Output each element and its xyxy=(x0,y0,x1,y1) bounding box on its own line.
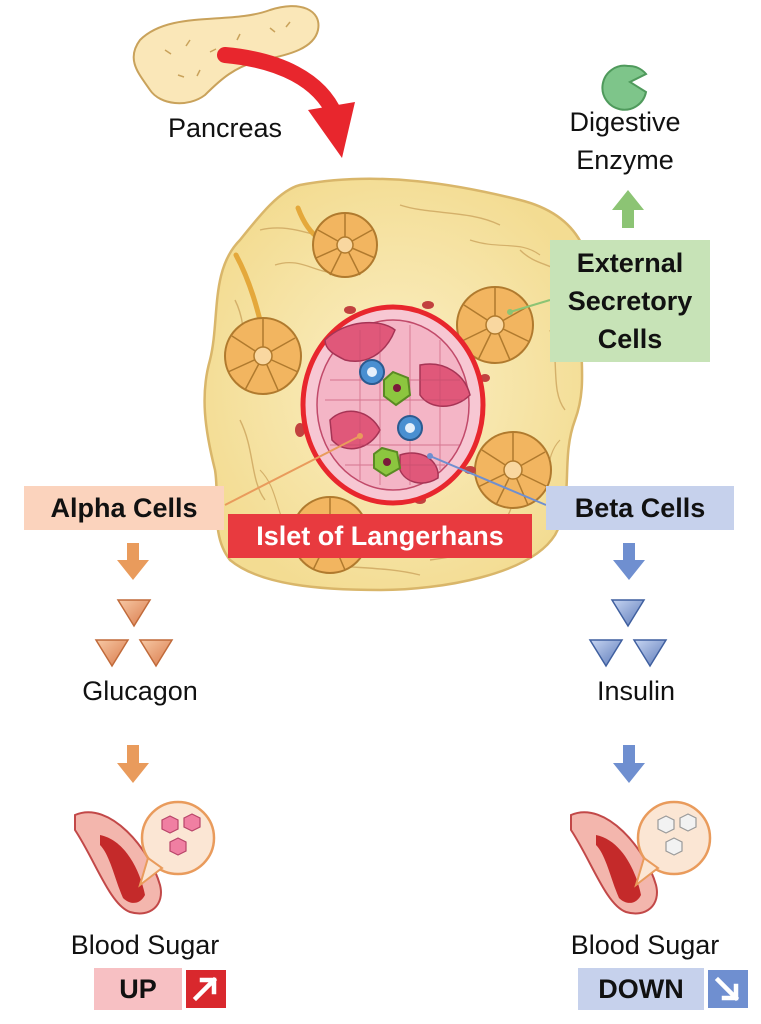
blood-sugar-left-label: Blood Sugar xyxy=(70,930,220,960)
islet-of-langerhans-label: Islet of Langerhans xyxy=(228,514,532,558)
acinus-cluster xyxy=(474,431,552,509)
external-secretory-cells-label: External Secretory Cells xyxy=(550,240,710,362)
blood-vessel-icon xyxy=(570,800,712,915)
external-line2: Secretory xyxy=(567,286,693,316)
enzyme-pacman-icon xyxy=(601,64,648,111)
acinus-cluster xyxy=(312,212,378,278)
enzyme-label-line2: Enzyme xyxy=(576,145,674,175)
blood-vessel-icon xyxy=(74,800,216,915)
beta-cells-label: Beta Cells xyxy=(546,486,734,530)
blood-sugar-up-badge: UP xyxy=(94,968,182,1010)
blood-sugar-down-badge: DOWN xyxy=(578,968,704,1010)
pancreas-zoom-arrow xyxy=(217,47,355,158)
arrow-up-right-icon xyxy=(186,970,226,1008)
insulin-down-arrow xyxy=(613,745,645,783)
blood-sugar-right-label: Blood Sugar xyxy=(570,930,720,960)
insulin-label: Insulin xyxy=(596,676,676,706)
leader-lines xyxy=(224,299,551,506)
external-line1: External xyxy=(576,248,684,278)
glucagon-label: Glucagon xyxy=(82,676,198,706)
external-line3: Cells xyxy=(597,324,663,354)
insulin-molecule-icon xyxy=(588,599,668,668)
pancreas-label: Pancreas xyxy=(167,113,283,143)
digestive-enzyme-label: Digestive Enzyme xyxy=(545,103,705,179)
glucagon-molecule-icon xyxy=(94,599,174,668)
acinus-cluster xyxy=(224,317,302,395)
enzyme-label-line1: Digestive xyxy=(569,107,681,137)
acinus-cluster xyxy=(456,286,534,364)
arrow-down-right-icon xyxy=(708,970,748,1008)
islet-of-langerhans xyxy=(300,304,486,506)
green-up-arrow xyxy=(612,190,644,228)
glucagon-down-arrow xyxy=(117,745,149,783)
beta-down-arrow xyxy=(613,543,645,580)
alpha-down-arrow xyxy=(117,543,149,580)
alpha-cells-label: Alpha Cells xyxy=(24,486,224,530)
